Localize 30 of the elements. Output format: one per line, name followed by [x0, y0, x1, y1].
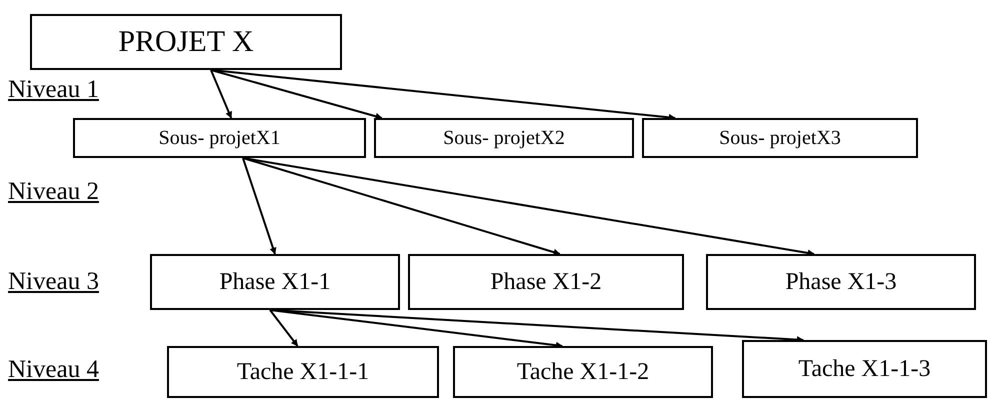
level-label: Niveau 2 — [8, 178, 99, 206]
arrow — [242, 158, 276, 255]
box-label: Sous- projetX3 — [719, 128, 841, 148]
process-box — [30, 14, 342, 70]
box-label: PROJET X — [118, 27, 254, 57]
box-label: Sous- projetX1 — [158, 128, 280, 148]
level-label: Niveau 1 — [8, 76, 99, 104]
box-label: Tache X1-1-2 — [516, 360, 650, 384]
process-box — [374, 118, 634, 158]
process-box — [706, 254, 976, 310]
arrow — [242, 157, 560, 256]
arrow — [270, 309, 563, 349]
arrow — [269, 309, 298, 347]
process-box — [742, 340, 987, 398]
box-label: Sous- projetX2 — [443, 128, 565, 148]
box-label: Tache X1-1-3 — [798, 357, 931, 381]
process-box — [642, 118, 918, 158]
box-label: Phase X1-2 — [490, 270, 602, 294]
process-box — [167, 346, 439, 398]
process-box — [150, 254, 400, 310]
box-label: Phase X1-3 — [785, 270, 897, 294]
level-label: Niveau 4 — [8, 356, 99, 384]
arrow — [210, 69, 382, 120]
box-label: Phase X1-1 — [219, 270, 331, 294]
process-box — [408, 254, 684, 310]
level-label: Niveau 3 — [8, 268, 99, 296]
arrow — [210, 70, 232, 119]
process-box — [73, 118, 366, 158]
process-box — [453, 346, 713, 398]
box-label: Tache X1-1-1 — [236, 360, 370, 384]
